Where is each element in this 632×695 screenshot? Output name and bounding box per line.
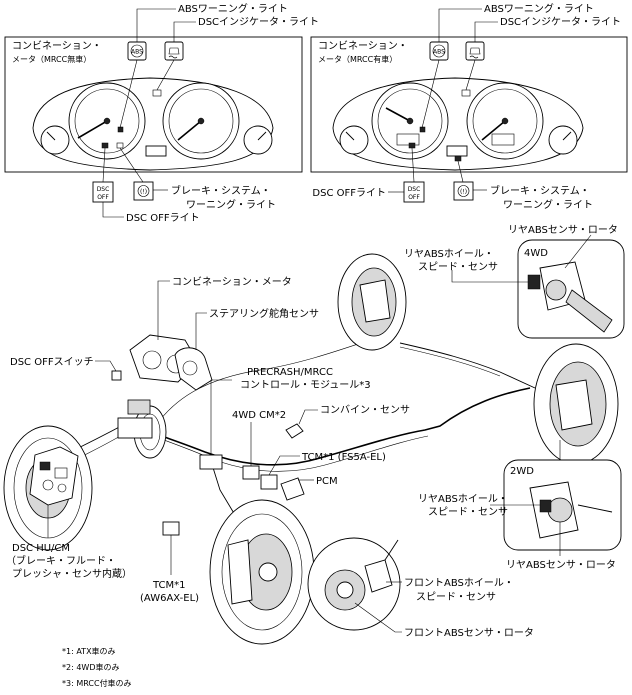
meter-panel-right-frame [310, 36, 628, 173]
svg-text:ABS: ABS [131, 49, 143, 56]
combine-sensor-label: コンバイン・センサ [320, 404, 410, 416]
meter-left-brake-label-1: ブレーキ・システム・ [171, 184, 271, 197]
meter-right-center-display [446, 145, 468, 157]
rear-2wd-wheel-speed-sensor [539, 499, 552, 513]
front-wheel-speed-sensor-part [364, 559, 393, 593]
rear-abs-wheel-4wd-label-2: スピード・センサ [418, 261, 498, 273]
front-abs-rotor-label: フロントABSセンサ・ロータ [404, 627, 534, 639]
dsc-hu-label-2: （ブレーキ・フルード・ [6, 554, 116, 567]
dsc-hu-cm [29, 446, 79, 506]
rear-2wd-abs-rotor [547, 497, 573, 523]
rear-4wd-abs-rotor [545, 279, 567, 301]
rear-abs-wheel-2wd-label-1: リヤABSホイール・ [418, 493, 508, 505]
cm-4wd-part [242, 465, 260, 480]
front-caliper [227, 539, 253, 605]
precrash-label-1: PRECRASH/MRCC [247, 367, 333, 378]
meter-right-title-2: メータ（MRCC有車） [318, 54, 397, 64]
rear-abs-wheel-2wd-label-2: スピード・センサ [428, 506, 508, 518]
meter-left-title-2: メータ（MRCC無車） [12, 54, 91, 64]
rear-abs-wheel-4wd-label-1: リヤABSホイール・ [404, 248, 494, 260]
svg-text:ABS: ABS [433, 49, 445, 56]
meter-panel-left-frame [4, 36, 303, 173]
meter-right-dsc-off-light-label: DSC OFFライト [312, 187, 386, 199]
meter-panel-right: コンビネーション・ メータ（MRCC有車） ABS [310, 2, 628, 211]
rear-abs-rotor-top-label: リヤABSセンサ・ロータ [508, 224, 618, 236]
brake-warning-icon: (!) [133, 181, 154, 201]
meter-left-abs-warning-label: ABSワーニング・ライト [178, 2, 288, 15]
meter-right-brake-label-1: ブレーキ・システム・ [490, 184, 590, 197]
wiring-harness-main [119, 387, 531, 466]
meter-left-abs-lamp [117, 126, 124, 133]
svg-text:DSC: DSC [408, 186, 421, 193]
dsc-hu-label-1: DSC HU/CM [12, 543, 70, 554]
brake-booster [117, 399, 167, 459]
inset-2wd-label: 2WD [510, 466, 534, 477]
dsc-off-switch-part [111, 370, 122, 381]
svg-text:DSC: DSC [97, 186, 110, 193]
rear-4wd-driveshaft [565, 289, 613, 333]
rear-4wd-wheel-speed-sensor [527, 274, 541, 290]
tcm-aw6ax-label-1: TCM*1 [152, 580, 186, 591]
meter-right-abs-lamp [419, 126, 426, 133]
dsc-off-icon: DSC OFF [403, 181, 425, 203]
steering-sensor-label: ステアリング舵角センサ [209, 307, 319, 320]
cm-4wd-label: 4WD CM*2 [232, 410, 286, 421]
meter-right-abs-warning-label: ABSワーニング・ライト [484, 2, 594, 15]
meter-right-brake-label-2: ワーニング・ライト [503, 198, 593, 211]
rear-abs-rotor-bottom-label: リヤABSセンサ・ロータ [506, 559, 616, 571]
brake-warning-icon: (!) [453, 181, 474, 201]
precrash-label-2: コントロール・モジュール*3 [240, 380, 371, 391]
pcm-part [280, 477, 305, 501]
meter-right-speed-needle [481, 120, 506, 141]
rear-harness [399, 342, 536, 389]
meter-left-dsc-indicator-label: DSCインジケータ・ライト [198, 16, 319, 28]
combine-sensor-part [285, 423, 304, 439]
dsc-off-icon: DSC OFF [92, 181, 114, 203]
meter-panel-left: コンビネーション・ メータ（MRCC無車） ABS [4, 2, 319, 224]
dsc-hu-label-3: プレッシャ・センサ内蔵） [12, 567, 132, 580]
svg-text:OFF: OFF [408, 194, 420, 201]
footnote-1: *1: ATX車のみ [62, 646, 116, 656]
meter-left-dsc-off-lamp [101, 142, 109, 149]
meter-left-dsc-off-light-label: DSC OFFライト [126, 212, 200, 224]
svg-text:(!): (!) [140, 189, 147, 196]
front-abs-wheel-label-1: フロントABSホイール・ [404, 577, 514, 589]
precrash-mrcc-module [199, 454, 223, 470]
meter-left-brake-label-2: ワーニング・ライト [186, 198, 276, 211]
meter-left-center-display [145, 145, 167, 157]
abs-warning-icon: ABS [429, 41, 449, 61]
tcm-fs5a-part [260, 474, 278, 490]
meter-left-title-1: コンビネーション・ [12, 40, 102, 52]
svg-text:OFF: OFF [97, 194, 109, 201]
abs-warning-icon: ABS [127, 41, 147, 61]
vehicle-layout: コンビネーション・メータ ステアリング舵角センサ DSC OFFスイッチ PRE… [3, 224, 625, 645]
pcm-label: PCM [316, 476, 338, 487]
svg-text:(!): (!) [460, 189, 467, 196]
footnote-3: *3: MRCC付車のみ [62, 678, 132, 688]
dsc-indicator-icon [164, 41, 184, 61]
meter-left-speed-needle [177, 120, 202, 141]
meter-left-tach-needle [77, 120, 108, 139]
tcm-aw6ax-label-2: (AW6AX-EL) [140, 593, 199, 604]
front-abs-wheel-label-2: スピード・センサ [416, 591, 496, 603]
meter-right-dsc-indicator-label: DSCインジケータ・ライト [500, 16, 621, 28]
dsc-indicator-icon [465, 41, 485, 61]
tcm-aw6ax-part [162, 521, 180, 536]
footnotes: *1: ATX車のみ *2: 4WD車のみ *3: MRCC付車のみ [62, 646, 132, 688]
meter-right-tach-needle [385, 107, 411, 122]
steering-angle-sensor [174, 347, 213, 391]
meter-right-title-1: コンビネーション・ [318, 40, 408, 52]
combination-meter-label: コンビネーション・メータ [172, 276, 292, 288]
meter-right-dsc-off-lamp [408, 142, 416, 149]
dsc-off-switch-label: DSC OFFスイッチ [10, 356, 94, 368]
footnote-2: *2: 4WD車のみ [62, 662, 120, 672]
meter-right-brake-lamp [454, 155, 462, 162]
inset-4wd-label: 4WD [524, 248, 548, 259]
tcm-fs5a-label: TCM*1 (FS5A-EL) [301, 452, 386, 463]
